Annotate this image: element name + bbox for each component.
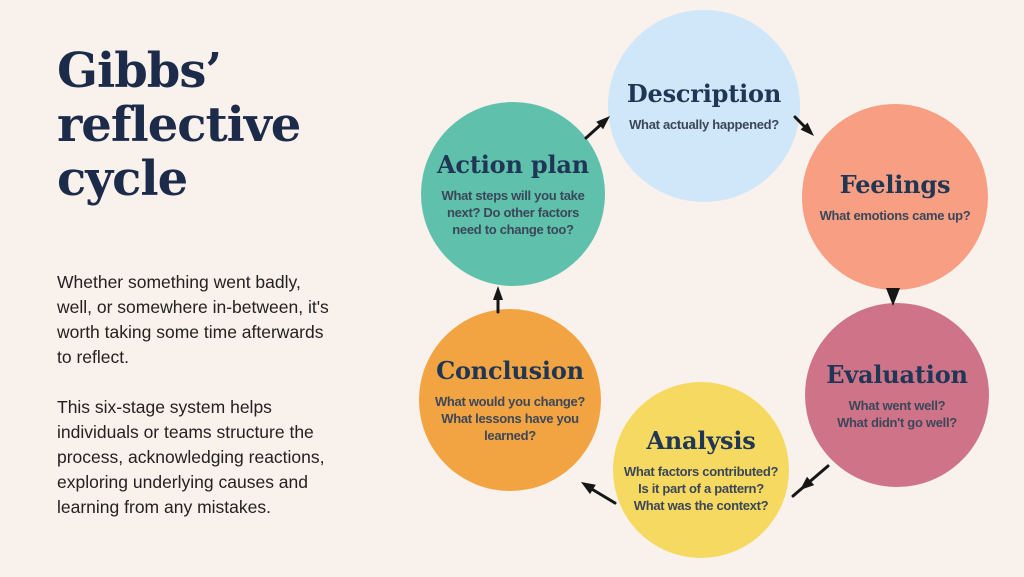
stage-description-question: What actually happened? [629, 117, 779, 132]
stage-feelings-question: What emotions came up? [819, 208, 971, 223]
stage-description-title: Description [626, 79, 782, 108]
stage-action-plan: Action plan What steps will you take nex… [421, 102, 605, 286]
intro-panel: Gibbs’ reflective cycle Whether somethin… [57, 44, 357, 520]
stage-evaluation: Evaluation What went well? What didn't g… [805, 303, 989, 487]
stage-analysis-title: Analysis [646, 426, 756, 455]
intro-paragraph-2: This six-stage system helps individuals … [57, 397, 325, 517]
stage-conclusion: Conclusion What would you change? What l… [419, 309, 601, 491]
stage-description: Description What actually happened? [608, 10, 800, 202]
intro-paragraph-1: Whether something went badly, well, or s… [57, 272, 329, 367]
stage-evaluation-title: Evaluation [826, 359, 968, 389]
arrow-evaluation-to-analysis-icon [791, 464, 830, 498]
arrow-analysis-to-conclusion-icon [581, 482, 617, 505]
stage-action-plan-title: Action plan [437, 150, 589, 179]
page-title-line: reflective [57, 97, 301, 153]
stage-analysis: Analysis What factors contributed? Is it… [613, 382, 789, 558]
arrow-conclusion-to-action-plan-icon [493, 286, 503, 314]
page-title-line: Gibbs’ [57, 43, 222, 99]
stage-analysis-question: What factors contributed? Is it part of … [623, 464, 779, 513]
page-title-line: cycle [57, 151, 188, 207]
stage-action-plan-question: What steps will you take next? Do other … [441, 188, 585, 237]
stage-feelings-title: Feelings [839, 170, 951, 199]
arrow-action-plan-to-description-icon [584, 116, 610, 140]
stage-conclusion-question: What would you change? What lessons have… [434, 394, 586, 443]
stage-feelings: Feelings What emotions came up? [802, 104, 988, 290]
page-title: Gibbs’ reflective cycle [57, 44, 357, 206]
stage-conclusion-title: Conclusion [436, 356, 584, 385]
stage-evaluation-question: What went well? What didn't go well? [837, 397, 957, 430]
